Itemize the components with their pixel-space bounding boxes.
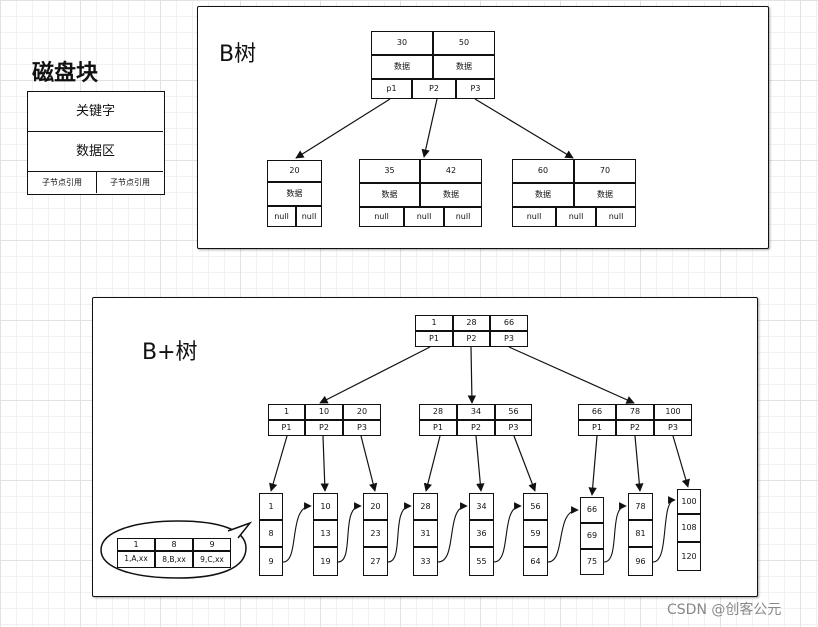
bplus-internal-ptr: P2	[457, 420, 495, 436]
bplus-internal-key: 56	[495, 404, 532, 420]
bplus-internal-key: 1	[268, 404, 305, 420]
record-key: 9	[193, 538, 231, 551]
bplus-internal-key: 78	[616, 404, 654, 420]
bplustree-title: B+树	[142, 340, 198, 365]
bplus-internal-ptr: P2	[616, 420, 654, 436]
btree-child-ptr: null	[512, 207, 556, 227]
btree-child-ptr: null	[556, 207, 596, 227]
btree-child-data: 数据	[359, 183, 420, 207]
bplus-root-ptr: P3	[490, 331, 528, 347]
legend-key-cell: 关键字	[28, 92, 163, 132]
btree-child-ptr: null	[444, 207, 482, 227]
bplus-internal-ptr: P2	[305, 420, 343, 436]
bplus-internal-ptr: P1	[578, 420, 616, 436]
legend-child-ref-1: 子节点引用	[28, 172, 97, 193]
bplus-leaf-key: 66	[580, 497, 604, 523]
btree-child-ptr: null	[359, 207, 404, 227]
btree-child-data: 数据	[267, 182, 322, 206]
btree-child-key: 35	[359, 159, 420, 183]
btree-root-key-2: 50	[433, 31, 495, 55]
btree-root-key-1: 30	[371, 31, 433, 55]
bplus-leaf-key: 100	[677, 489, 701, 514]
bplus-internal-key: 100	[654, 404, 692, 420]
btree-child-key: 20	[267, 160, 322, 182]
bplus-leaf-key: 9	[259, 547, 283, 576]
legend-data-cell: 数据区	[28, 132, 163, 172]
bplus-leaf-key: 64	[523, 547, 548, 576]
bplus-leaf-key: 19	[313, 547, 338, 576]
bplus-internal-ptr: P1	[268, 420, 305, 436]
bplus-leaf-key: 75	[580, 549, 604, 575]
record-key: 1	[117, 538, 155, 551]
legend-disk-block: 关键字 数据区 子节点引用 子节点引用	[27, 91, 165, 195]
bplus-leaf-key: 20	[363, 493, 388, 520]
bplus-leaf-key: 96	[628, 547, 653, 576]
btree-child-data: 数据	[420, 183, 482, 207]
legend-title: 磁盘块	[32, 61, 99, 86]
bplus-root-key: 66	[490, 315, 528, 331]
btree-child-data: 数据	[574, 183, 636, 207]
bplus-leaf-key: 33	[413, 547, 438, 576]
btree-child-ptr: null	[296, 206, 322, 227]
btree-child-key: 70	[574, 159, 636, 183]
bplus-leaf-key: 108	[677, 514, 701, 542]
btree-child-ptr: null	[267, 206, 296, 227]
btree-child-data: 数据	[512, 183, 574, 207]
btree-child-key: 60	[512, 159, 574, 183]
bplus-leaf-key: 8	[259, 520, 283, 547]
bplus-leaf-key: 78	[628, 493, 653, 520]
bplus-internal-ptr: P1	[419, 420, 457, 436]
btree-root-data-2: 数据	[433, 55, 495, 79]
bplus-leaf-key: 120	[677, 542, 701, 571]
bplus-root-ptr: P1	[415, 331, 453, 347]
btree-child-ptr: null	[596, 207, 636, 227]
watermark: CSDN @创客公元	[667, 602, 782, 618]
bplus-leaf-key: 36	[469, 520, 494, 547]
bplus-leaf-key: 23	[363, 520, 388, 547]
bplus-leaf-key: 34	[469, 493, 494, 520]
bplus-leaf-key: 69	[580, 523, 604, 549]
btree-child-key: 42	[420, 159, 482, 183]
bplus-internal-key: 20	[343, 404, 381, 420]
btree-root-ptr-3: P3	[456, 79, 495, 99]
btree-root-data-1: 数据	[371, 55, 433, 79]
btree-child-ptr: null	[404, 207, 444, 227]
bplus-internal-key: 28	[419, 404, 457, 420]
bplus-leaf-key: 27	[363, 547, 388, 576]
bplus-leaf-key: 13	[313, 520, 338, 547]
bplus-internal-key: 66	[578, 404, 616, 420]
bplus-internal-ptr: P3	[654, 420, 692, 436]
bplus-leaf-key: 10	[313, 493, 338, 520]
bplus-internal-ptr: P3	[495, 420, 532, 436]
bplus-internal-key: 34	[457, 404, 495, 420]
record-key: 8	[155, 538, 193, 551]
bplus-leaf-key: 55	[469, 547, 494, 576]
record-value: 9,C,xx	[193, 551, 231, 568]
bplus-leaf-key: 81	[628, 520, 653, 547]
bplus-leaf-key: 56	[523, 493, 548, 520]
bplus-leaf-key: 31	[413, 520, 438, 547]
bplus-leaf-key: 59	[523, 520, 548, 547]
bplus-root-key: 1	[415, 315, 453, 331]
bplus-leaf-key: 28	[413, 493, 438, 520]
bplus-internal-ptr: P3	[343, 420, 381, 436]
bplus-root-ptr: P2	[453, 331, 490, 347]
bplus-root-key: 28	[453, 315, 490, 331]
record-value: 8,B,xx	[155, 551, 193, 568]
btree-root-ptr-1: p1	[371, 79, 412, 99]
btree-root-ptr-2: P2	[412, 79, 456, 99]
legend-child-ref-2: 子节点引用	[97, 172, 163, 193]
record-value: 1,A,xx	[117, 551, 155, 568]
btree-title: B树	[219, 42, 257, 67]
bplus-leaf-key: 1	[259, 493, 283, 520]
bplus-internal-key: 10	[305, 404, 343, 420]
